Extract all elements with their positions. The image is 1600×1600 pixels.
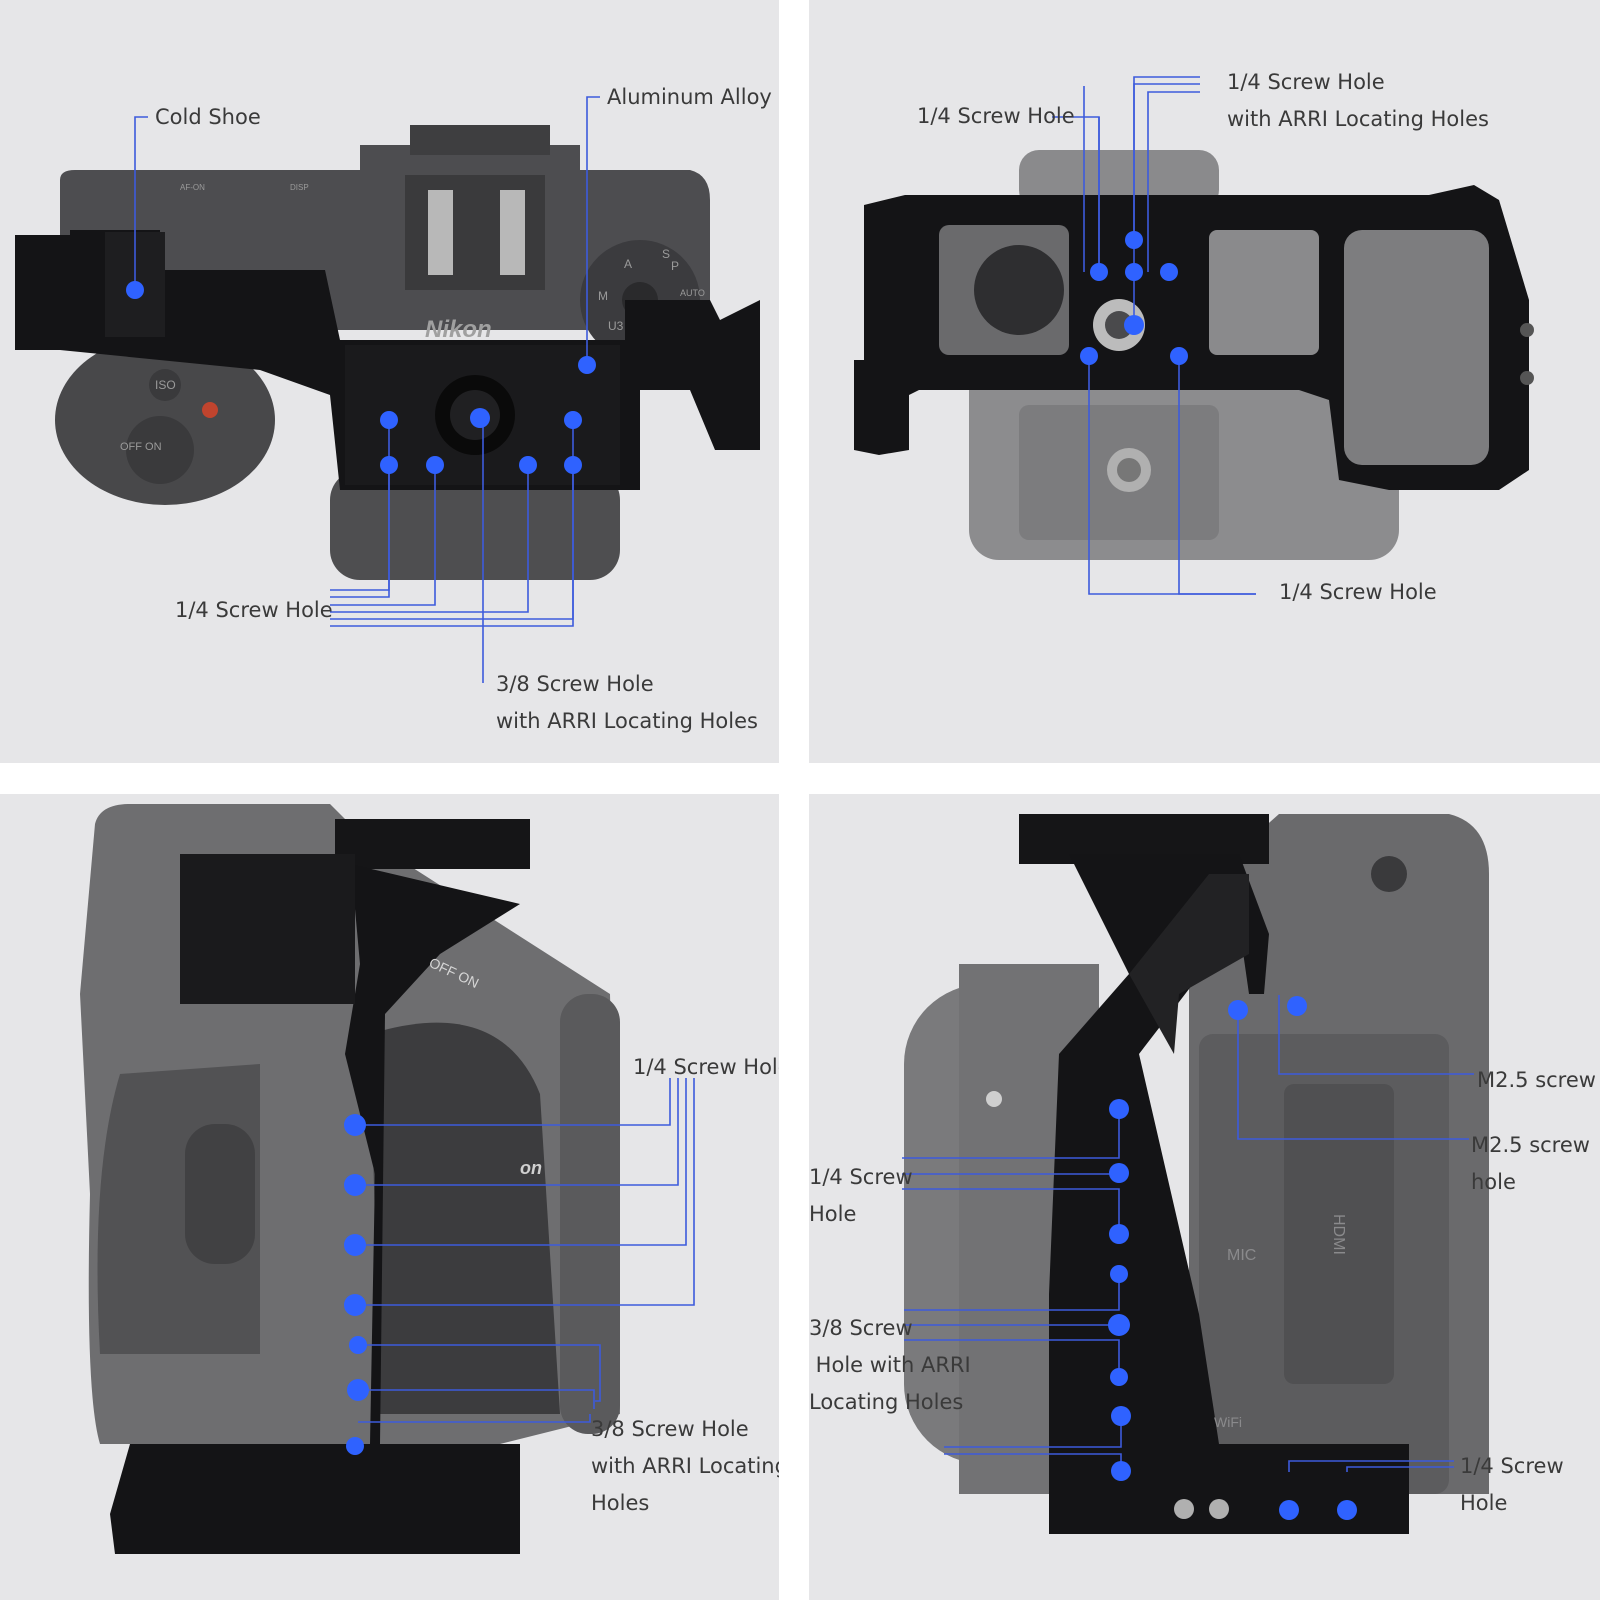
label-arri-locating-left-view: with ARRI Locating (591, 1454, 779, 1478)
left-side-illustration: OFF ON on (80, 804, 695, 1554)
label-m25-screw-hole: M2.5 screw (1471, 1133, 1590, 1157)
label-locating-holes-right-view: Locating Holes (809, 1390, 964, 1414)
dial-mark-a: A (624, 257, 632, 271)
label-three-eighth-screw-hole: 3/8 Screw Hole (496, 672, 654, 696)
label-arri-right-view: Hole with ARRI (809, 1353, 971, 1377)
label-cold-shoe: Cold Shoe (155, 105, 261, 129)
right-view-hole-markers (1108, 996, 1357, 1520)
cage-bottom (854, 185, 1534, 490)
right-view-leader-lines (902, 995, 1474, 1472)
camera-body-top (55, 125, 710, 580)
bottom-view-leader-lines (1052, 76, 1256, 595)
label-aluminum-alloy: Aluminum Alloy (607, 85, 772, 109)
power-switch-mark: OFF ON (120, 441, 162, 453)
label-quarter-screw-hole-bottom: 1/4 Screw Hole (1279, 580, 1437, 604)
label-arri-locating-holes-2: with ARRI Locating Holes (1227, 107, 1489, 131)
label-quarter-screw-hole-left-view: 1/4 Screw Hole (633, 1055, 779, 1079)
iso-button-mark: ISO (155, 378, 176, 392)
disp-button-mark: DISP (290, 183, 309, 192)
bottom-view-panel: 1/4 Screw Hole 1/4 Screw Hole with ARRI … (809, 0, 1600, 763)
left-view-hole-markers (344, 1114, 369, 1455)
label-arri-locating-holes: with ARRI Locating Holes (496, 709, 758, 733)
label-quarter-screw-hole-arri: 1/4 Screw Hole (1227, 70, 1385, 94)
left-side-view-panel: OFF ON on 1/4 Screw Hole 3/8 Screw Hole … (0, 794, 779, 1600)
top-view-leader-lines (134, 96, 600, 683)
cage-right (1019, 814, 1409, 1534)
label-three-eighth-right-view: 3/8 Screw (809, 1316, 913, 1340)
top-view-panel: Nikon S A P M U3 AUTO ISO OFF ON DISP AF… (0, 0, 779, 763)
cage-left (110, 819, 530, 1554)
dial-mark-auto: AUTO (680, 288, 705, 298)
right-side-illustration: MIC HDMI WiFi (902, 814, 1489, 1534)
label-quarter-screw-hole: 1/4 Screw Hole (175, 598, 333, 622)
label-quarter-hole-right-view: Hole (809, 1202, 857, 1226)
mic-port-mark: MIC (1227, 1247, 1256, 1264)
brand-logo: Nikon (425, 316, 492, 343)
top-view-hole-markers (126, 281, 596, 474)
left-view-leader-lines (355, 1078, 695, 1423)
dial-mark-p: P (671, 259, 679, 273)
brand-fragment: on (520, 1158, 542, 1178)
hdmi-port-mark: HDMI (1330, 1214, 1347, 1255)
wifi-mark: WiFi (1214, 1414, 1242, 1430)
top-view-illustration: Nikon S A P M U3 AUTO ISO OFF ON DISP AF… (15, 96, 760, 683)
bottom-view-hole-markers (1080, 231, 1188, 365)
afon-button-mark: AF-ON (180, 183, 205, 192)
dial-mark-m: M (598, 289, 608, 303)
label-three-eighth-left-view: 3/8 Screw Hole (591, 1417, 749, 1441)
dial-mark-u3: U3 (608, 319, 624, 333)
label-holes-left-view: Holes (591, 1491, 650, 1515)
dial-mark-s: S (662, 247, 670, 261)
label-m25-screw: M2.5 screw (1477, 1068, 1596, 1092)
printed-markings-right: MIC HDMI WiFi (1214, 1214, 1347, 1430)
label-quarter-screw-right-view: 1/4 Screw (809, 1165, 913, 1189)
label-quarter-screw-bottom-right-view: 1/4 Screw (1460, 1454, 1564, 1478)
bottom-view-illustration (854, 76, 1534, 595)
label-m25-hole-suffix: hole (1471, 1170, 1516, 1194)
label-quarter-screw-hole-left: 1/4 Screw Hole (917, 104, 1075, 128)
right-side-view-panel: MIC HDMI WiFi M2.5 screw M2.5 (809, 794, 1600, 1600)
printed-markings: Nikon S A P M U3 AUTO ISO OFF ON DISP AF… (120, 183, 705, 453)
label-hole-bottom-right-view: Hole (1460, 1491, 1508, 1515)
